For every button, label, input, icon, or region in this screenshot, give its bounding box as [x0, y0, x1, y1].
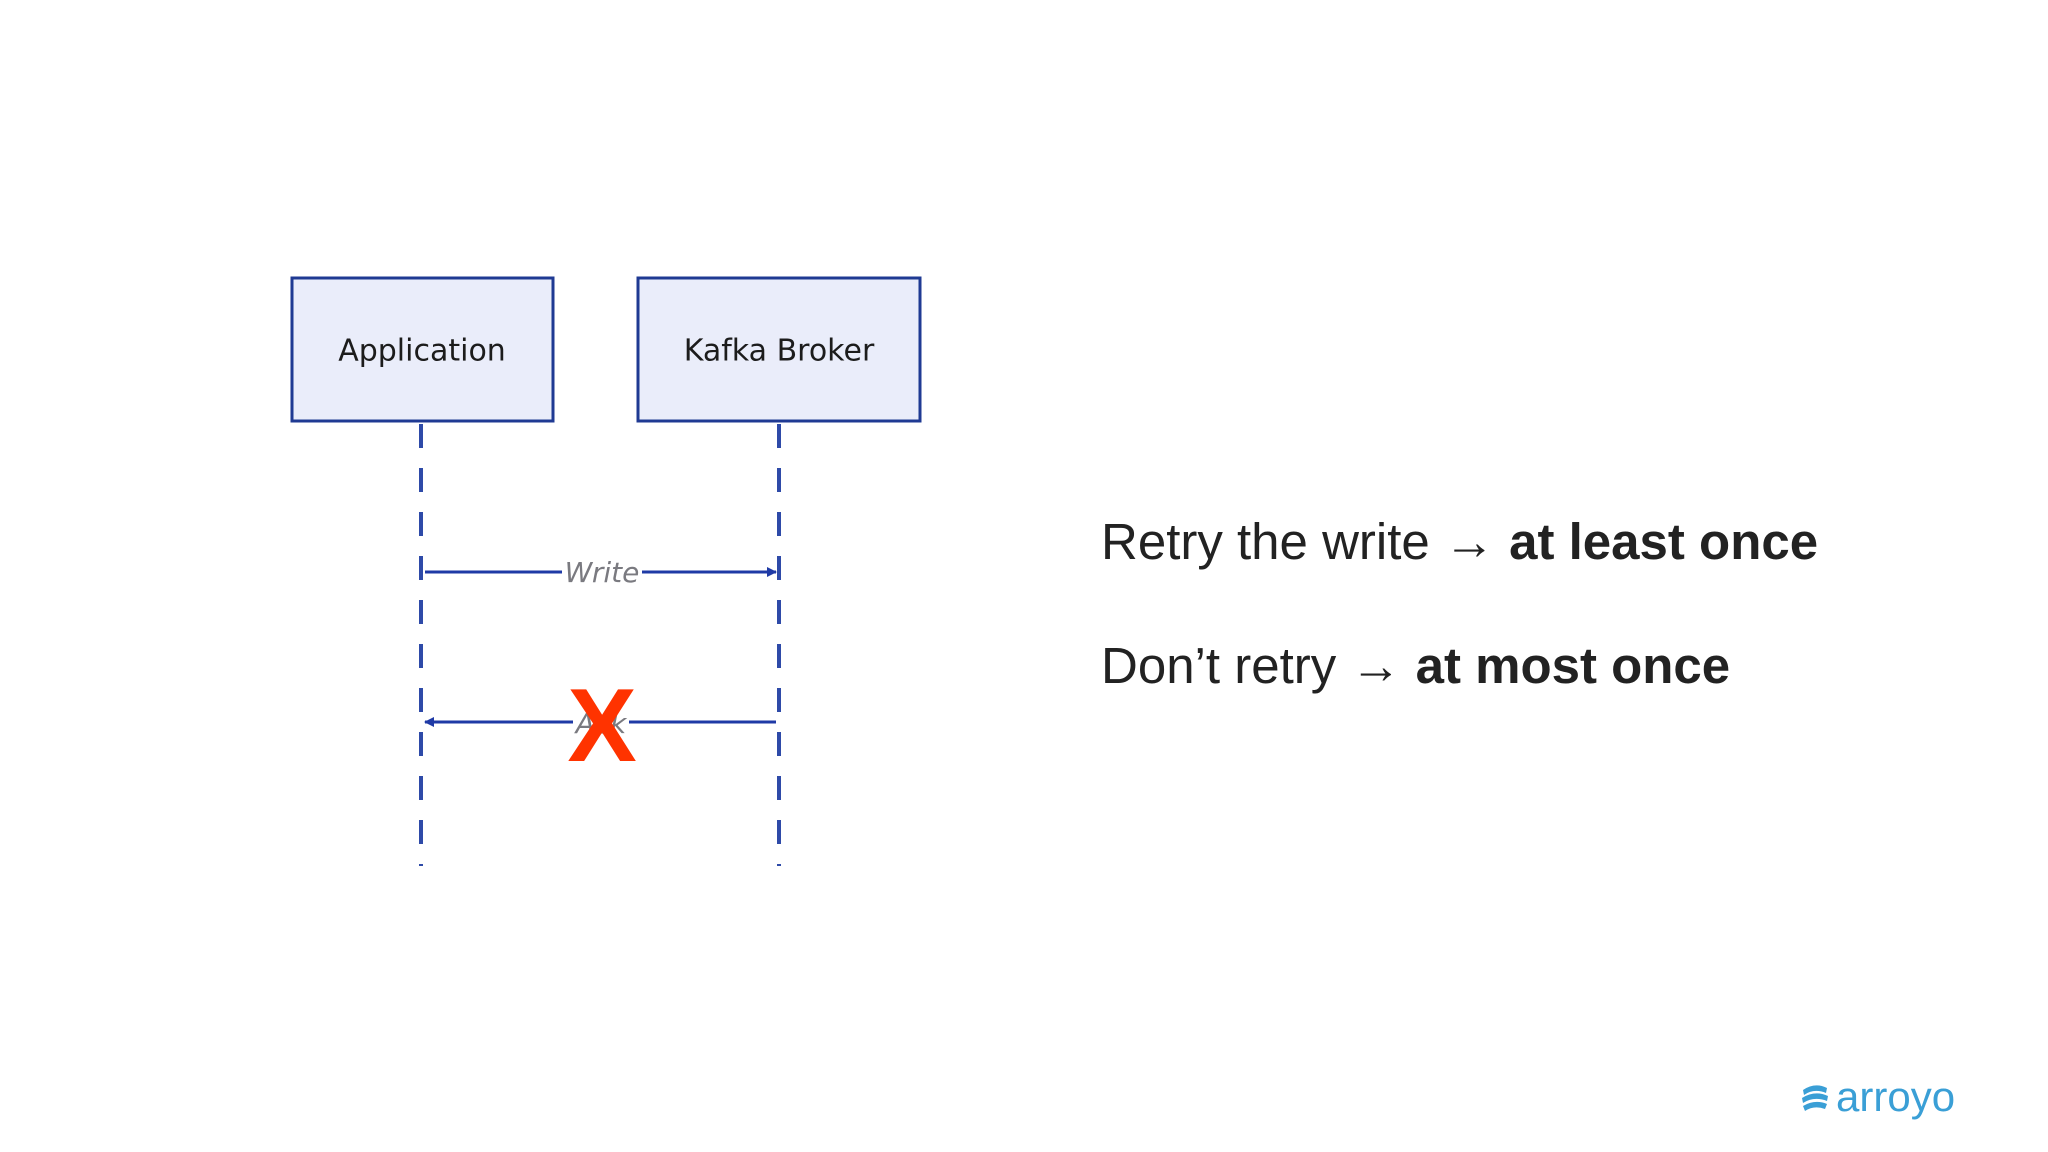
participant-box: [290, 276, 555, 423]
bullet-emphasis: at least once: [1509, 513, 1819, 570]
message-label-ack: Ack: [574, 707, 629, 740]
bullet-text: Don’t retry →: [1101, 637, 1416, 694]
participant-application: Application: [290, 276, 555, 423]
message-write: Write: [425, 555, 777, 589]
bullet-dont-retry: Don’t retry → at most once: [1101, 640, 1730, 691]
participant-label: Kafka Broker: [684, 334, 875, 369]
participant-label: Application: [338, 334, 506, 369]
bullet-emphasis: at most once: [1415, 637, 1731, 694]
wave-stack-icon: [1802, 1085, 1828, 1111]
message-ack: Ack X: [424, 668, 776, 784]
participant-kafka-broker: Kafka Broker: [636, 276, 922, 423]
failure-x-mark: X: [567, 668, 636, 784]
participant-box: [636, 276, 922, 423]
message-label-write: Write: [565, 556, 640, 589]
bullet-retry: Retry the write → at least once: [1101, 516, 1818, 567]
arroyo-logo: arroyo: [1800, 1076, 1955, 1118]
bullet-text: Retry the write →: [1101, 513, 1510, 570]
logo-text: arroyo: [1836, 1073, 1956, 1120]
